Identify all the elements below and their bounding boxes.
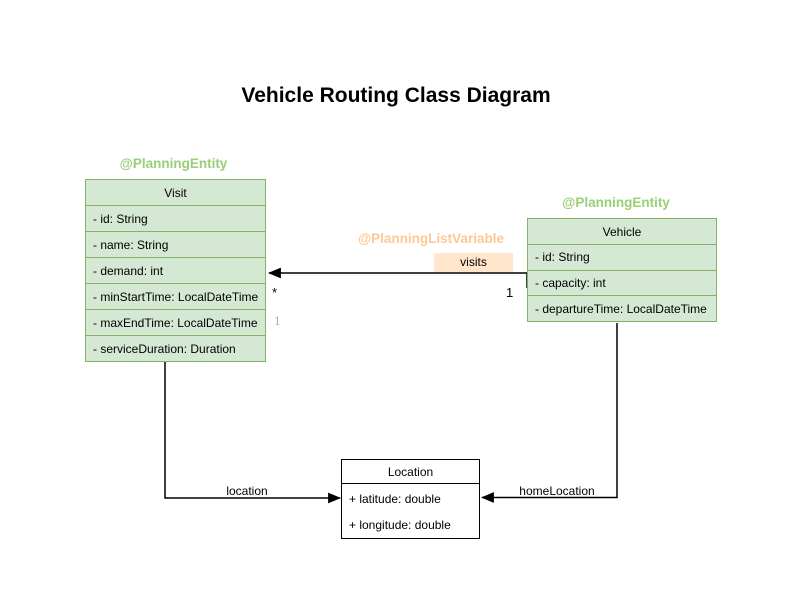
location-edge bbox=[164, 362, 342, 504]
class-location: Location + latitude: double + longitude:… bbox=[341, 459, 480, 539]
class-vehicle-name: Vehicle bbox=[602, 224, 642, 239]
diagram-title: Vehicle Routing Class Diagram bbox=[241, 84, 551, 107]
visit-attribute-min-start-time: - minStartTime: LocalDateTime bbox=[86, 283, 265, 309]
vehicle-planning-entity-annotation: @PlanningEntity bbox=[562, 195, 670, 210]
visits-source-multiplicity: 1 bbox=[506, 285, 514, 300]
vehicle-attribute-departure-time: - departureTime: LocalDateTime bbox=[528, 295, 716, 321]
class-visit: Visit - id: String - name: String - dema… bbox=[85, 179, 266, 362]
visit-attribute-id: - id: String bbox=[86, 205, 265, 231]
visit-attribute-service-duration: - serviceDuration: Duration bbox=[86, 335, 265, 361]
class-visit-name: Visit bbox=[164, 185, 187, 200]
homelocation-edge-label: homeLocation bbox=[519, 484, 595, 498]
visit-attribute-max-end-time: - maxEndTime: LocalDateTime bbox=[86, 309, 265, 335]
visits-target-multiplicity: * bbox=[272, 285, 278, 300]
location-edge-label: location bbox=[226, 484, 268, 498]
location-attribute-latitude: + latitude: double bbox=[349, 492, 441, 506]
visits-edge bbox=[267, 267, 528, 288]
location-attribute-longitude: + longitude: double bbox=[349, 518, 451, 532]
homelocation-edge bbox=[480, 323, 618, 503]
class-location-name: Location bbox=[342, 460, 479, 484]
visit-planning-entity-annotation: @PlanningEntity bbox=[119, 156, 228, 171]
visits-footnote-badge: 1 bbox=[274, 313, 281, 328]
class-vehicle: Vehicle - id: String - capacity: int - d… bbox=[527, 218, 717, 322]
visit-attribute-name: - name: String bbox=[86, 231, 265, 257]
vehicle-attribute-capacity: - capacity: int bbox=[528, 269, 716, 296]
visit-attribute-demand: - demand: int bbox=[86, 257, 265, 283]
visits-edge-label: visits bbox=[434, 253, 513, 272]
vehicle-attribute-id: - id: String bbox=[528, 244, 716, 270]
planning-list-variable-annotation: @PlanningListVariable bbox=[358, 231, 504, 246]
